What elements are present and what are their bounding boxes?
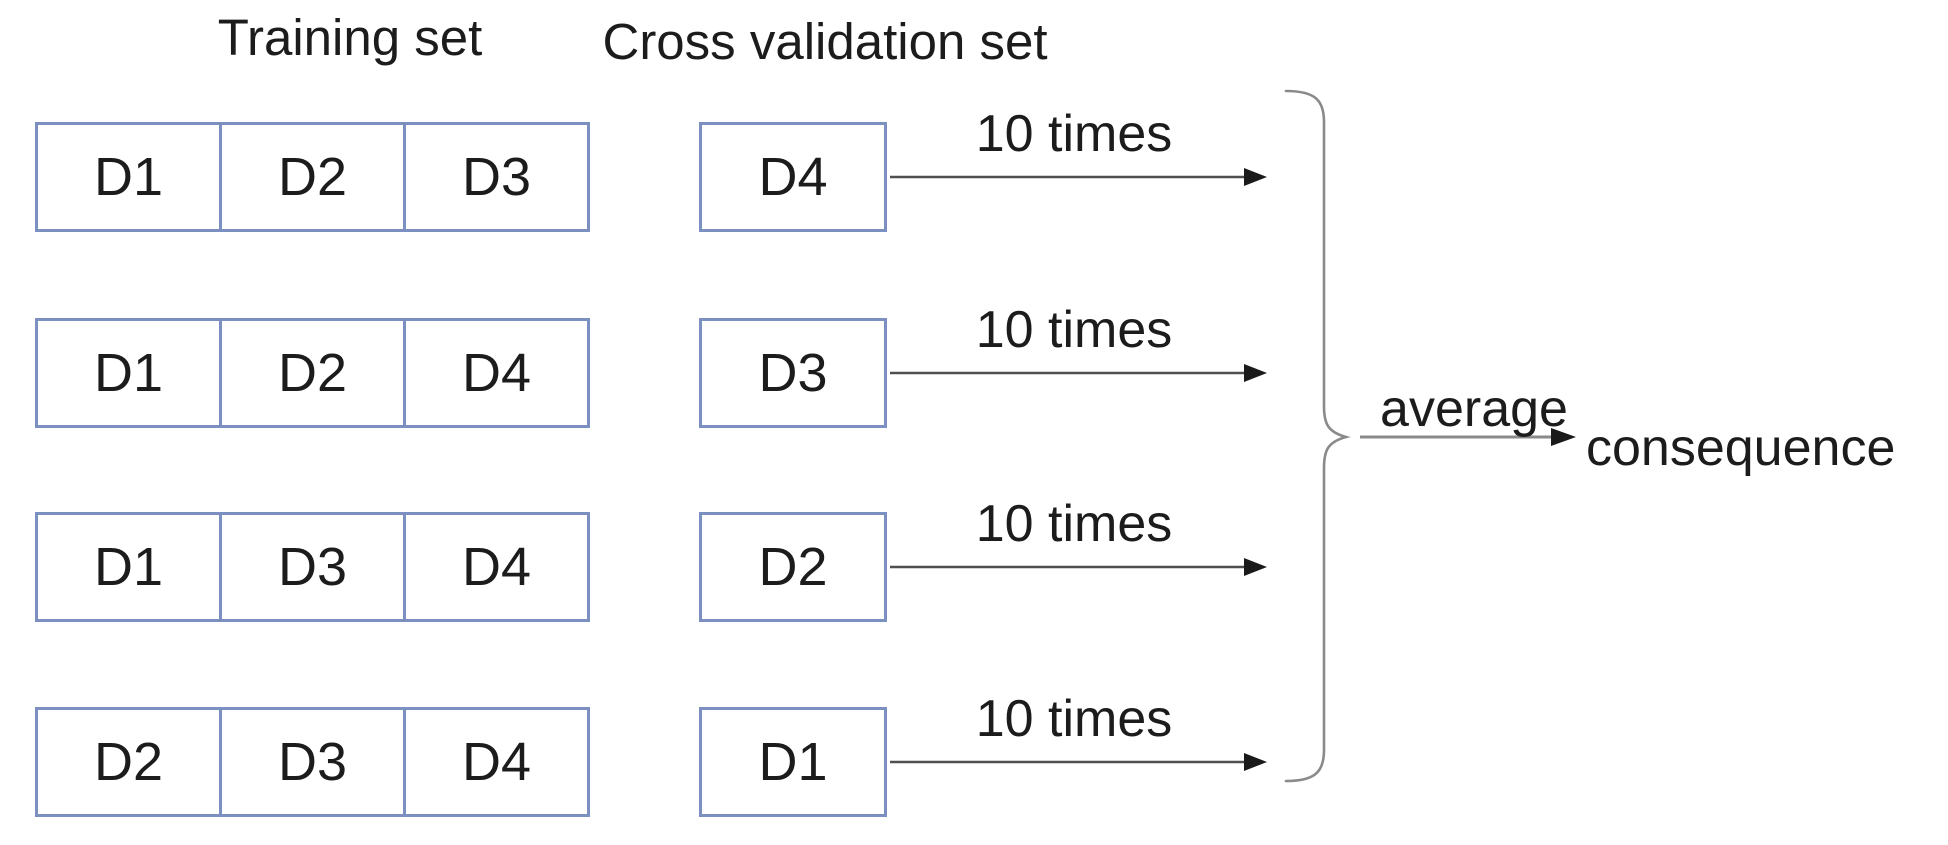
validation-arrows-group [890,168,1267,771]
training-partition-cell: D4 [403,321,587,425]
training-partition-cell: D1 [93,343,164,403]
validation-set-box: D1 [699,707,887,817]
cross-validation-set-header: Cross validation set [602,13,1048,70]
training-set-header: Training set [217,9,483,66]
repeat-count-label: 10 times [975,690,1173,748]
training-partition-cell: D1 [93,147,164,207]
training-partition-cell: D4 [403,710,587,814]
training-partition-cell: D1 [93,537,164,597]
training-partition-cell: D3 [403,125,587,229]
arrowhead-icon [1244,168,1267,186]
training-partition-cell: D2 [219,125,403,229]
training-partition-cell: D3 [219,710,403,814]
collector-brace [1284,89,1351,783]
validation-set-box: D2 [699,512,887,622]
repeat-count-label: 10 times [975,105,1173,163]
arrowhead-icon [1244,753,1267,771]
arrowhead-icon [1244,558,1267,576]
training-partition-cell: D2 [93,732,164,792]
training-partition-cell: D2 [219,321,403,425]
validation-set-box: D4 [699,122,887,232]
average-label: average [1380,380,1568,438]
repeat-count-label: 10 times [975,301,1173,359]
arrowhead-icon [1244,364,1267,382]
training-partition-cell: D3 [219,515,403,619]
training-partition-cell: D4 [403,515,587,619]
validation-set-box: D3 [699,318,887,428]
repeat-count-label: 10 times [975,495,1173,553]
consequence-label: consequence [1586,419,1896,477]
